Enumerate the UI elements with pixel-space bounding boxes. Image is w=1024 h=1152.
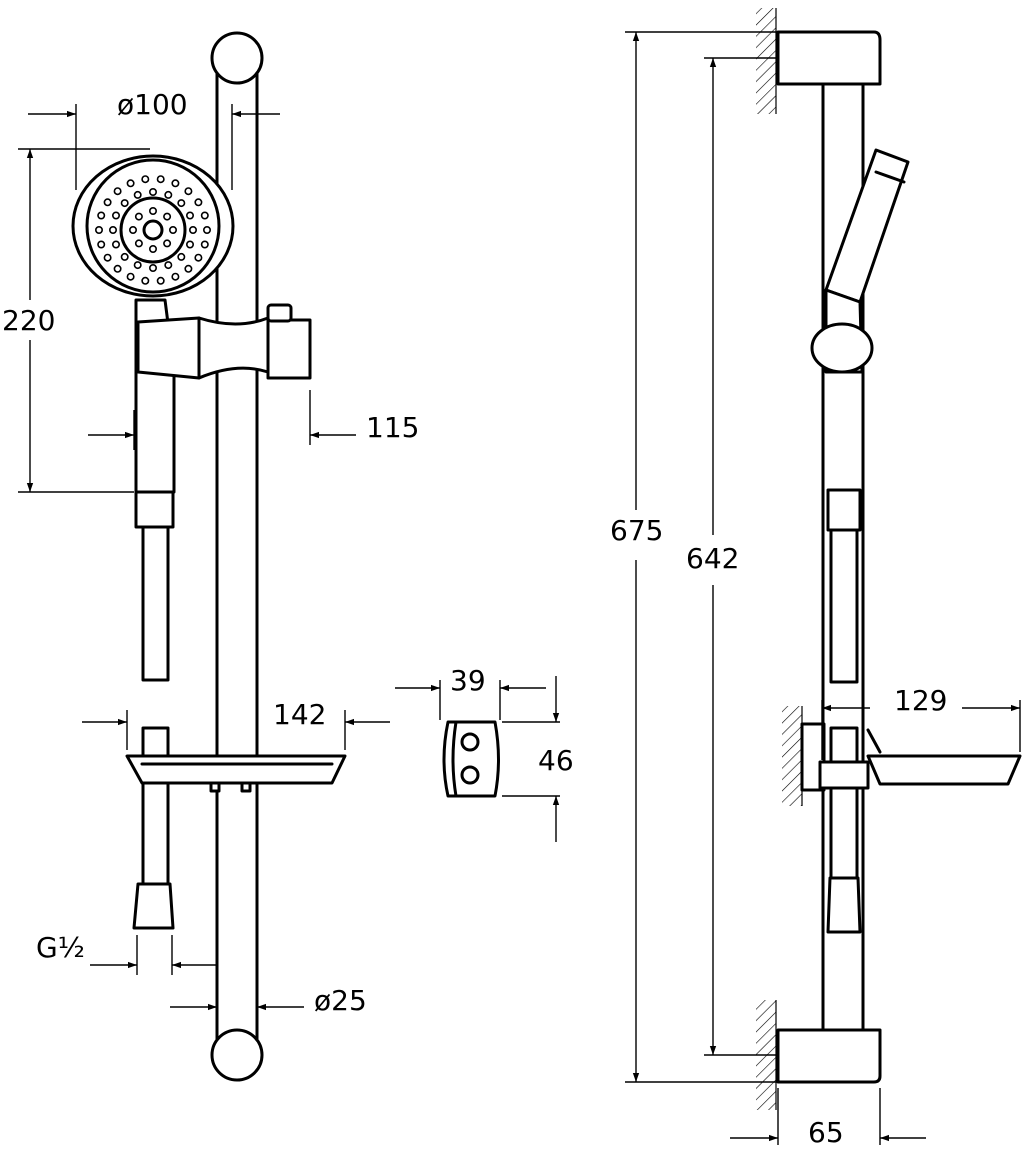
spray-nozzle: [189, 226, 198, 235]
spray-nozzle: [149, 188, 158, 197]
spray-nozzle: [112, 211, 121, 220]
dimension-labels: ø100 220 115 142 39 46 G½ ø25 675 642 12…: [2, 88, 947, 1149]
slider-holder: [136, 303, 312, 380]
spray-nozzle: [186, 240, 195, 249]
label-head-diameter: ø100: [117, 88, 188, 121]
dimension-lines: [18, 31, 1021, 1145]
spray-nozzle: [113, 187, 122, 196]
side-view: [756, 8, 1022, 1110]
side-top-bracket: [776, 30, 882, 86]
spray-nozzles: [95, 175, 212, 285]
spray-nozzle: [120, 199, 129, 208]
label-holder-offset: 115: [366, 411, 419, 444]
spray-nozzle: [186, 211, 195, 220]
spray-nozzle: [184, 264, 193, 273]
spray-nozzle: [141, 175, 150, 184]
spray-nozzle: [129, 226, 138, 235]
label-head-height: 220: [2, 304, 55, 337]
rail-bottom-cap: [210, 1028, 264, 1082]
rail-top-cap: [210, 31, 264, 85]
spray-nozzle: [163, 212, 172, 221]
spray-nozzle: [133, 190, 142, 199]
label-bracket-width: 39: [450, 664, 486, 697]
label-rail-diameter: ø25: [314, 984, 367, 1017]
spray-nozzle: [149, 207, 158, 216]
spray-nozzle: [149, 245, 158, 254]
spray-nozzle: [134, 212, 143, 221]
spray-nozzle: [126, 179, 135, 188]
spray-nozzle: [203, 226, 212, 235]
spray-nozzle: [95, 226, 104, 235]
spray-nozzle: [103, 253, 112, 262]
spray-nozzle: [133, 261, 142, 270]
label-dish-width: 142: [273, 698, 326, 731]
spray-nozzle: [141, 276, 150, 285]
spray-nozzle: [164, 261, 173, 270]
spray-nozzle: [171, 272, 180, 281]
spray-nozzle: [194, 253, 203, 262]
shower-hose: [132, 525, 175, 930]
spray-nozzle: [169, 226, 178, 235]
shower-head: [71, 154, 235, 298]
spray-nozzle: [200, 240, 209, 249]
spray-nozzle: [163, 239, 172, 248]
spray-nozzle: [177, 199, 186, 208]
soap-dish: [125, 754, 347, 793]
spray-nozzle: [112, 240, 121, 249]
side-soap-dish: [800, 722, 1022, 792]
label-bracket-height: 46: [538, 744, 574, 777]
spray-nozzle: [126, 272, 135, 281]
label-dish-projection: 129: [894, 684, 947, 717]
spray-nozzle: [177, 252, 186, 261]
spray-nozzle: [164, 190, 173, 199]
handle-connector: [134, 490, 175, 529]
wall-hatch-top: [756, 8, 776, 114]
spray-nozzle: [97, 211, 106, 220]
side-bottom-bracket: [776, 1028, 882, 1084]
spray-nozzle: [113, 264, 122, 273]
spray-nozzle: [156, 175, 165, 184]
spray-nozzle: [200, 211, 209, 220]
spray-nozzle: [120, 252, 129, 261]
wall-hatch-middle: [782, 706, 802, 806]
spray-nozzle: [109, 226, 118, 235]
wall-bracket: [442, 720, 500, 798]
spray-nozzle: [134, 239, 143, 248]
spray-nozzle: [184, 187, 193, 196]
spray-nozzle: [171, 179, 180, 188]
spray-nozzle: [194, 198, 203, 207]
label-total-height: 675: [610, 514, 663, 547]
label-rail-length: 642: [686, 542, 739, 575]
side-hand-shower: [810, 148, 910, 934]
spray-nozzle: [97, 240, 106, 249]
label-connection-thread: G½: [36, 931, 85, 964]
spray-nozzle: [149, 263, 158, 272]
front-view: [71, 31, 347, 1082]
spray-nozzle: [103, 198, 112, 207]
spray-nozzle: [156, 276, 165, 285]
label-wall-projection: 65: [808, 1116, 844, 1149]
